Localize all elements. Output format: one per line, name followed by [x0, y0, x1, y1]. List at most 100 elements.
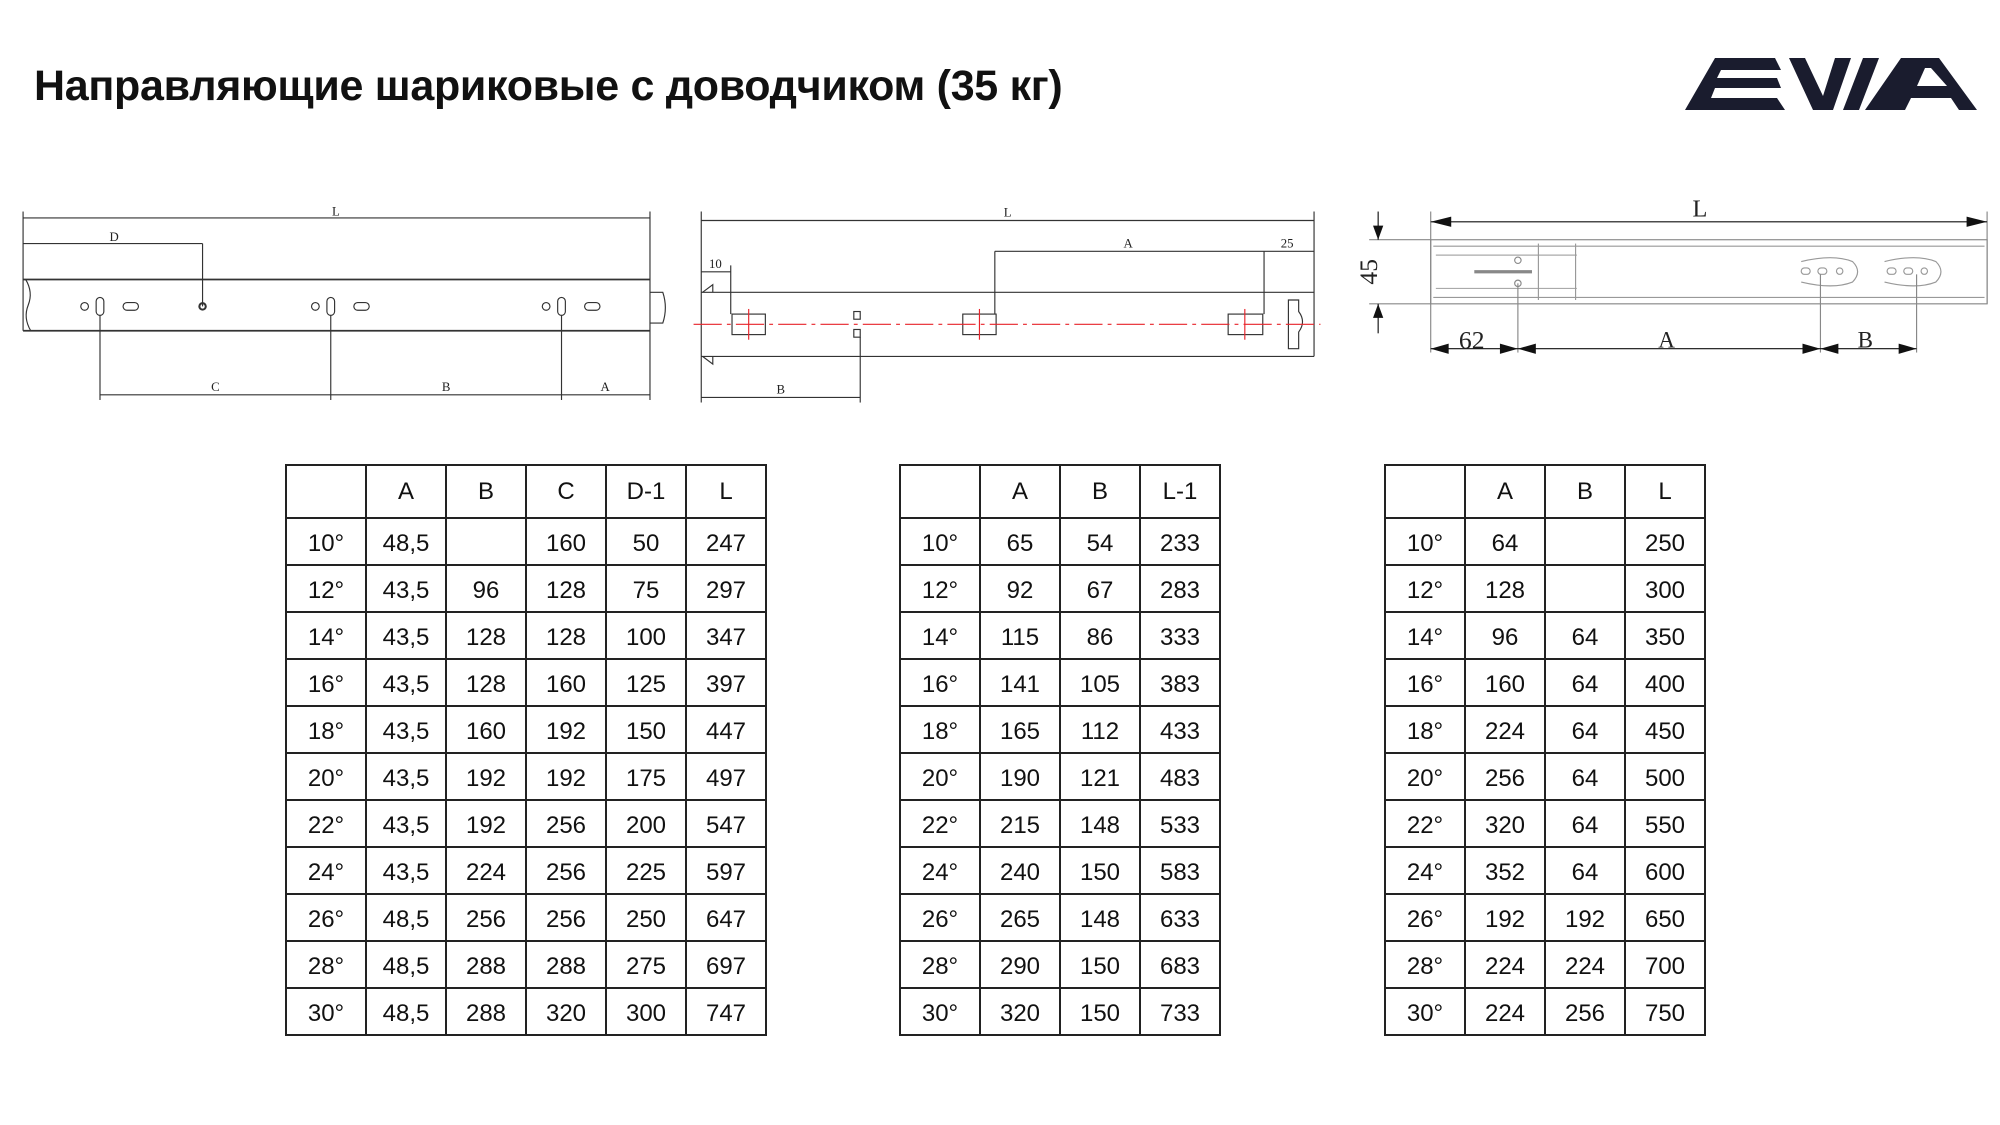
table-cell: 224 [445, 846, 527, 895]
drawing-rail-mount-view [693, 211, 1321, 403]
table-cell: 190 [979, 752, 1061, 801]
table-cell: 288 [525, 940, 607, 989]
table-cell: 200 [605, 799, 687, 848]
table-cell: 250 [605, 893, 687, 942]
table-cell: 288 [445, 940, 527, 989]
row-label: 22° [1384, 799, 1466, 848]
table-cell: 433 [1139, 705, 1221, 754]
table-cell: 224 [1464, 940, 1546, 989]
table-cell: 48,5 [365, 987, 447, 1036]
table-cell: 288 [445, 987, 527, 1036]
table-cell: 256 [525, 799, 607, 848]
row-label: 18° [285, 705, 367, 754]
table-cell: 224 [1464, 705, 1546, 754]
table-cell: 250 [1624, 517, 1706, 566]
drawing-rail-top-view [1369, 211, 1988, 354]
table-cell: 256 [525, 893, 607, 942]
table-cell: 148 [1059, 893, 1141, 942]
table-cell: 400 [1624, 658, 1706, 707]
column-header: B [445, 464, 527, 519]
dim-label: A [1658, 326, 1675, 352]
column-header: B [1544, 464, 1626, 519]
table-cell: 633 [1139, 893, 1221, 942]
table-cell: 65 [979, 517, 1061, 566]
table-cell: 352 [1464, 846, 1546, 895]
table-cell: 256 [1544, 987, 1626, 1036]
column-header: C [525, 464, 607, 519]
dim-label: 62 [1459, 326, 1485, 355]
table-cell: 141 [979, 658, 1061, 707]
table-cell: 160 [445, 705, 527, 754]
column-header: A [979, 464, 1061, 519]
row-label: 22° [285, 799, 367, 848]
row-label: 26° [285, 893, 367, 942]
table-cell: 150 [1059, 987, 1141, 1036]
dim-label: 10 [709, 257, 722, 271]
table-cell: 320 [979, 987, 1061, 1036]
table-cell: 450 [1624, 705, 1706, 754]
table-cell: 224 [1464, 987, 1546, 1036]
row-label: 16° [1384, 658, 1466, 707]
table-cell: 600 [1624, 846, 1706, 895]
row-label: 10° [1384, 517, 1466, 566]
table-cell: 733 [1139, 987, 1221, 1036]
table-cell: 43,5 [365, 846, 447, 895]
table-cell: 128 [525, 564, 607, 613]
table-cell: 64 [1544, 705, 1626, 754]
drawing-rail-side-view [22, 211, 666, 400]
table-cell: 115 [979, 611, 1061, 660]
column-header: A [365, 464, 447, 519]
table-cell: 233 [1139, 517, 1221, 566]
table-cell: 550 [1624, 799, 1706, 848]
row-label: 28° [1384, 940, 1466, 989]
table-cell: 105 [1059, 658, 1141, 707]
table-cell: 54 [1059, 517, 1141, 566]
row-label: 14° [1384, 611, 1466, 660]
table-cell: 43,5 [365, 705, 447, 754]
row-label: 20° [899, 752, 981, 801]
row-label: 14° [899, 611, 981, 660]
table-cell: 128 [445, 658, 527, 707]
table-cell [1544, 517, 1626, 566]
dim-label: L [1692, 196, 1707, 223]
row-label: 10° [285, 517, 367, 566]
table-cell: 747 [685, 987, 767, 1036]
table-cell: 383 [1139, 658, 1221, 707]
column-header: D-1 [605, 464, 687, 519]
row-label: 26° [899, 893, 981, 942]
row-label: 28° [285, 940, 367, 989]
table-cell: 215 [979, 799, 1061, 848]
table-cell: 43,5 [365, 752, 447, 801]
row-label: 30° [285, 987, 367, 1036]
column-header: B [1059, 464, 1141, 519]
table-cell: 547 [685, 799, 767, 848]
row-label: 12° [285, 564, 367, 613]
page-title: Направляющие шариковые с доводчиком (35 … [34, 62, 1063, 110]
table-cell: 275 [605, 940, 687, 989]
table-cell: 64 [1544, 799, 1626, 848]
row-label: 10° [899, 517, 981, 566]
row-label: 26° [1384, 893, 1466, 942]
table-cell: 192 [1544, 893, 1626, 942]
table-cell: 192 [445, 752, 527, 801]
table-cell: 150 [1059, 846, 1141, 895]
column-header: A [1464, 464, 1546, 519]
table-cell: 64 [1544, 611, 1626, 660]
